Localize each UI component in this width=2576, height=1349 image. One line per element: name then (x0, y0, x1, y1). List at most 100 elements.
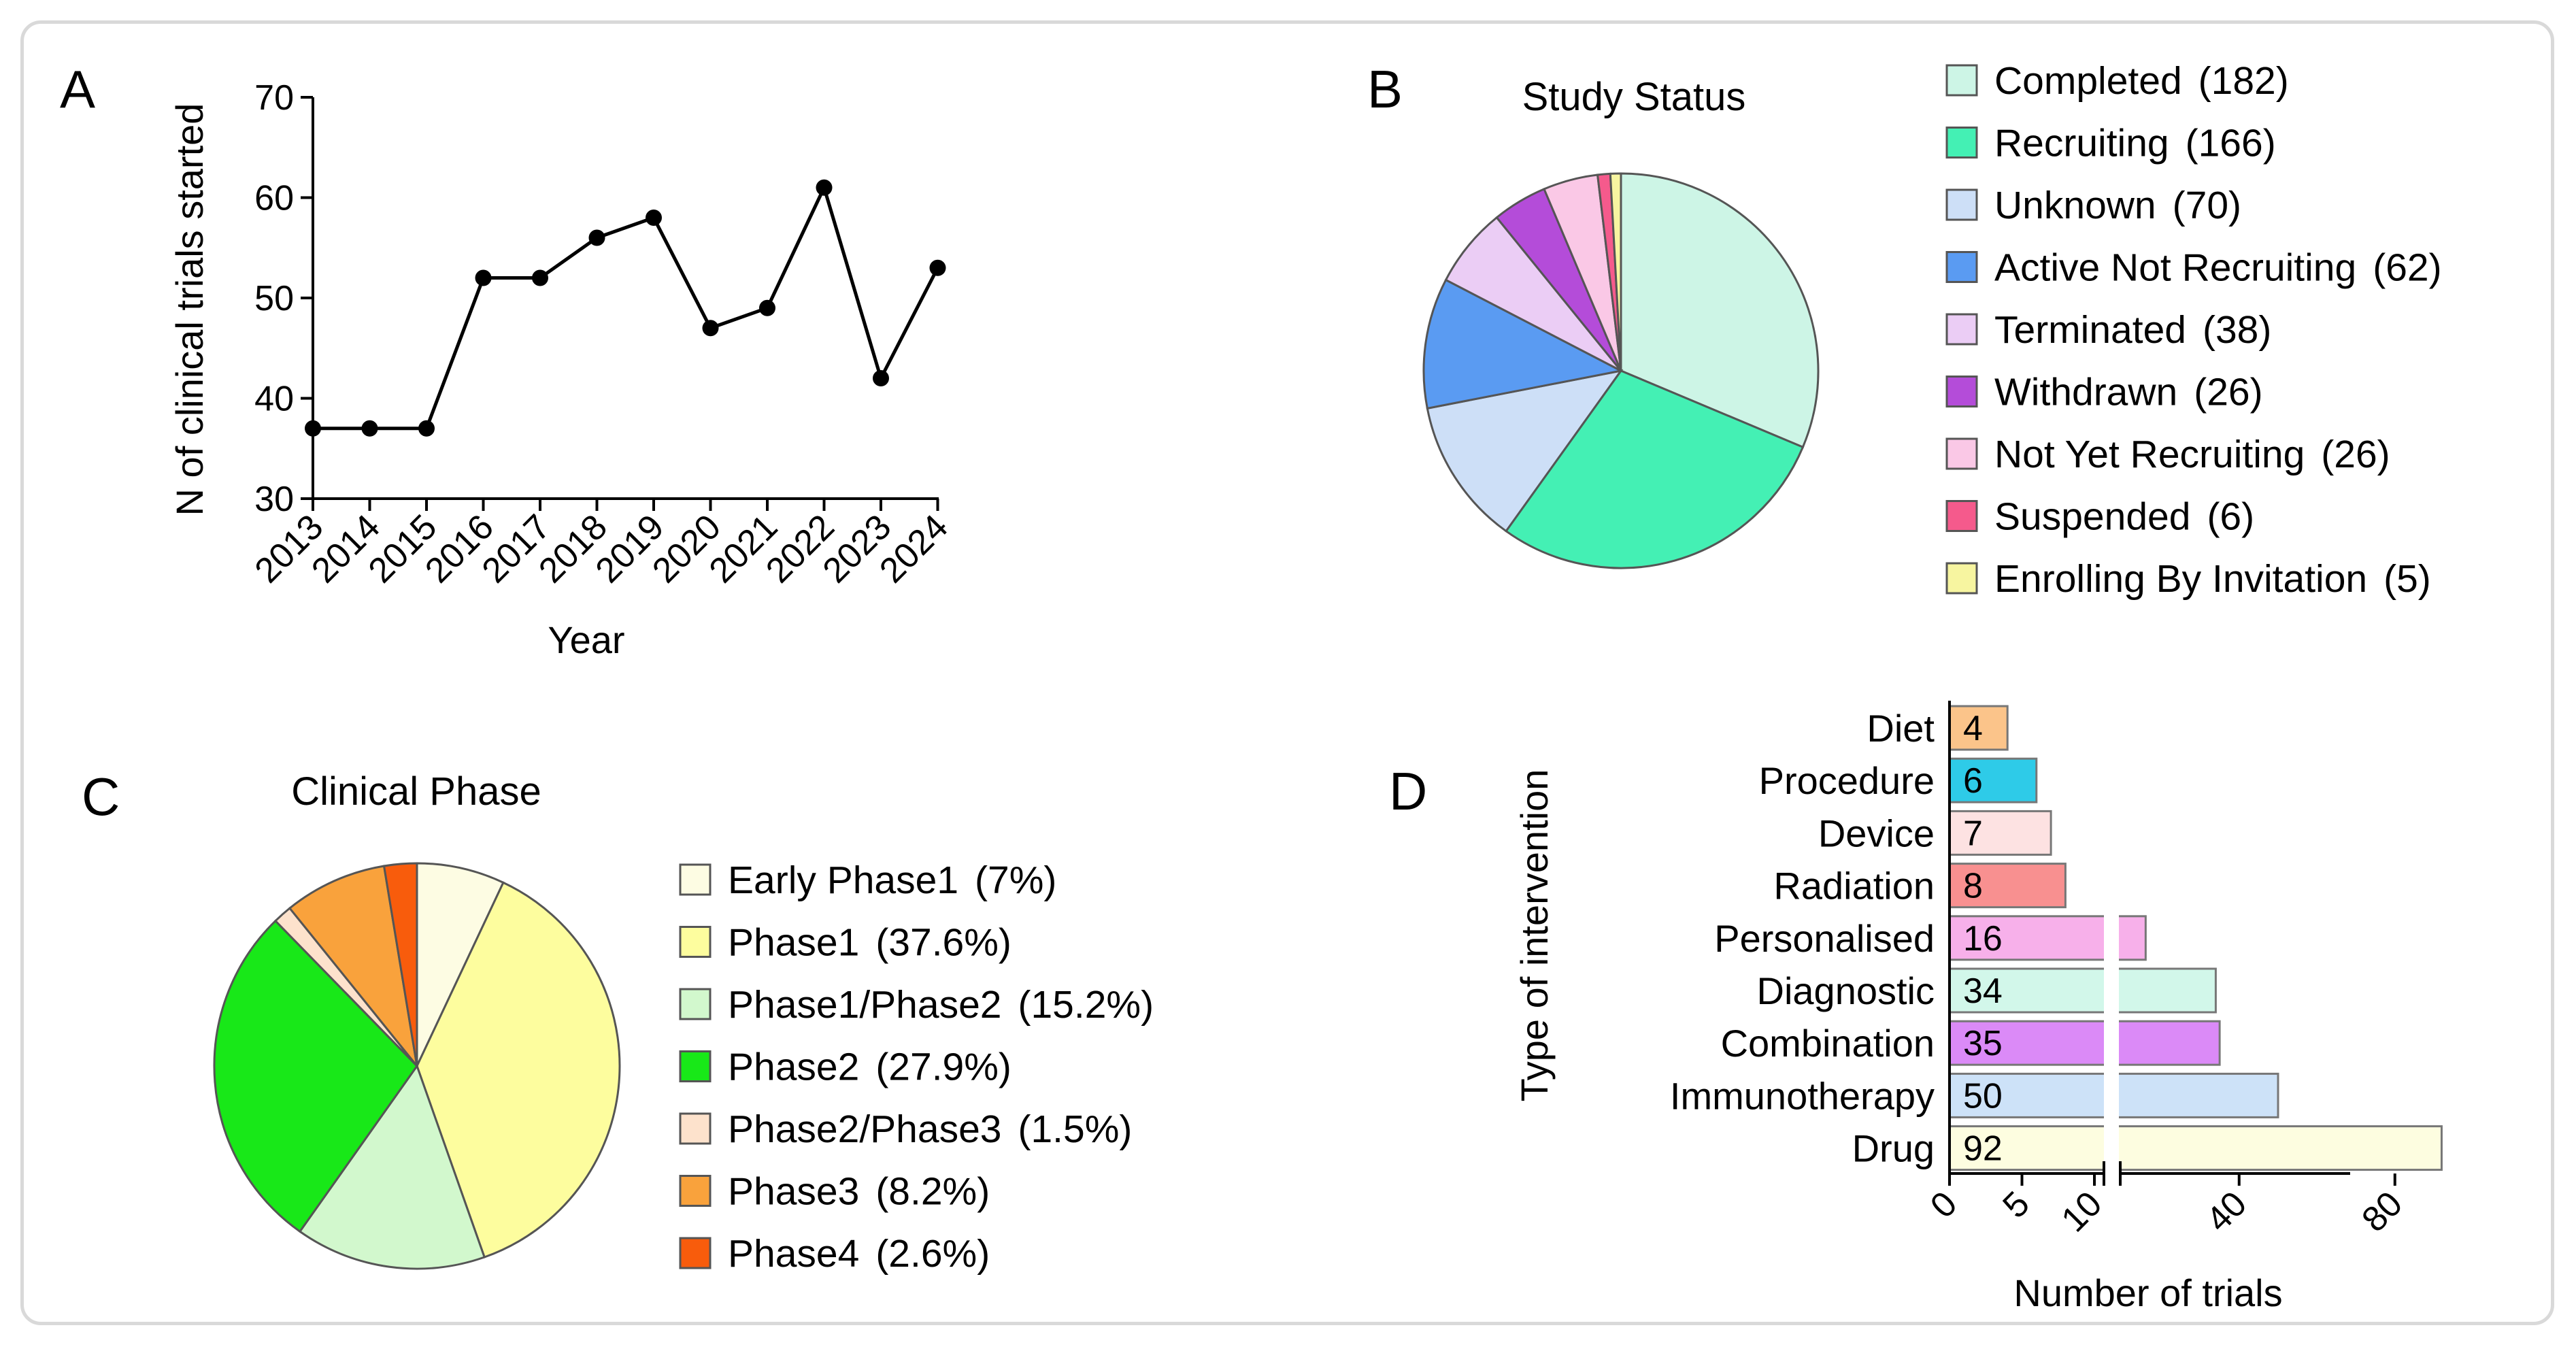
study-status-legend-label: Suspended (6) (1994, 495, 2254, 539)
study-status-legend-label: Completed (182) (1994, 59, 2289, 103)
legend-value: (182) (2198, 59, 2289, 103)
legend-name: Phase4 (728, 1232, 859, 1276)
x-axis-title: Number of trials (2013, 1271, 2282, 1314)
study-status-slice (1609, 172, 1622, 371)
legend-name: Unknown (1994, 184, 2156, 227)
clinical-phase-slice (416, 862, 505, 1067)
category-label: Combination (1721, 1022, 1935, 1065)
clinical-phase-legend-label: Early Phase1(7%) (728, 859, 1056, 902)
data-point (588, 229, 605, 246)
clinical-phase-legend-swatch (679, 988, 712, 1020)
clinical-phase-slice (288, 865, 419, 1070)
line-chart-ticks: 3040506070201320142015201620172018201920… (248, 78, 956, 590)
pie-title-study-status: Study Status (1522, 75, 1746, 119)
x-axis-title: Year (548, 618, 624, 661)
legend-name: Phase3 (728, 1170, 859, 1214)
legend-value: (26) (2194, 371, 2262, 414)
y-tick-label: 70 (254, 78, 294, 118)
study-status-slice (1422, 278, 1624, 410)
legend-name: Recruiting (1994, 122, 2169, 165)
legend-value: (6) (2207, 495, 2254, 539)
data-point (702, 320, 719, 337)
x-tick-label: 0 (1923, 1184, 1964, 1225)
data-point (532, 269, 548, 286)
bar-value-label: 7 (1963, 814, 1983, 853)
clinical-phase-legend-label: Phase4 (2.6%) (728, 1232, 990, 1276)
clinical-phase-legend-label: Phase1 (37.6%) (728, 921, 1011, 965)
clinical-phase-legend-swatch (679, 926, 712, 958)
study-status-legend-swatch (1945, 500, 1978, 532)
pie-chart-clinical-phase (213, 862, 621, 1270)
study-status-legend-swatch (1945, 127, 1978, 159)
category-label: Procedure (1759, 759, 1935, 802)
category-label: Immunotherapy (1670, 1074, 1935, 1117)
clinical-phase-slice (298, 1063, 486, 1270)
legend-name: Phase2 (728, 1046, 859, 1089)
axis-break-gap (2104, 966, 2119, 1015)
legend-name: Withdrawn (1994, 371, 2177, 414)
y-tick-label: 60 (254, 179, 294, 218)
data-point (305, 420, 321, 437)
study-status-legend-label: Not Yet Recruiting(26) (1994, 433, 2390, 476)
bar (1948, 1125, 2443, 1171)
legend-value: (15.2%) (1018, 983, 1154, 1027)
series-line (313, 182, 939, 431)
bar-chart-panel-d: Type of intervention Number of trials (1513, 769, 2283, 1314)
legend-name: Phase1 (728, 921, 859, 965)
study-status-legend-swatch (1945, 251, 1978, 283)
clinical-phase-slice (213, 919, 418, 1233)
panel-label-a: A (60, 59, 95, 119)
panel-label-d: D (1389, 761, 1427, 821)
study-status-slice (1504, 369, 1805, 569)
clinical-phase-legend-label: Phase2/Phase3(1.5%) (728, 1107, 1132, 1151)
clinical-phase-legend-label: Phase2 (27.9%) (728, 1046, 1011, 1089)
data-point (361, 420, 378, 437)
legend-name: Terminated (1994, 308, 2186, 352)
category-label: Drug (1852, 1127, 1935, 1170)
bar-value-label: 35 (1963, 1024, 2003, 1063)
bar-value-label: 92 (1963, 1129, 2003, 1169)
clinical-phase-legend-swatch (679, 1112, 712, 1145)
legend-value: (2.6%) (875, 1232, 990, 1276)
study-status-legend-label: Active Not Recruiting (62) (1994, 246, 2442, 290)
study-status-legend-swatch (1945, 562, 1978, 595)
bar-value-label: 4 (1963, 709, 1983, 748)
category-label: Personalised (1714, 917, 1935, 960)
data-point (475, 269, 492, 286)
study-status-legend-label: Enrolling By Invitation(5) (1994, 557, 2431, 601)
category-label: Diagnostic (1757, 969, 1935, 1012)
pie-title-clinical-phase: Clinical Phase (291, 769, 541, 814)
legend-name: Active Not Recruiting (1994, 246, 2356, 290)
legend-name: Phase2/Phase3 (728, 1107, 1001, 1151)
clinical-phase-legend-label: Phase3 (8.2%) (728, 1170, 990, 1214)
legend-value: (8.2%) (875, 1170, 990, 1214)
x-tick-label: 80 (2354, 1184, 2410, 1239)
data-point (873, 370, 889, 386)
x-tick-label: 40 (2198, 1184, 2254, 1239)
study-status-slice (1426, 369, 1624, 533)
bar (1948, 967, 2217, 1014)
legend-name: Suspended (1994, 495, 2190, 539)
category-label: Radiation (1773, 865, 1935, 907)
clinical-phase-legend-swatch (679, 863, 712, 896)
panel-label-c: C (82, 767, 120, 827)
legend-value: (62) (2373, 246, 2441, 290)
clinical-phase-slice (416, 881, 621, 1259)
study-status-legend-swatch (1945, 313, 1978, 346)
legend-value: (27.9%) (875, 1046, 1011, 1089)
bar-value-label: 50 (1963, 1076, 2003, 1116)
y-tick-label: 30 (254, 480, 294, 519)
category-label: Device (1818, 812, 1935, 854)
legend-value: (38) (2203, 308, 2271, 352)
study-status-legend-label: Terminated (38) (1994, 308, 2271, 352)
legend-value: (37.6%) (875, 921, 1011, 965)
legend-name: Completed (1994, 59, 2182, 103)
clinical-phase-legend-swatch (679, 1237, 712, 1269)
legend-value: (26) (2321, 433, 2390, 476)
clinical-phase-legend-swatch (679, 1175, 712, 1207)
axis-break-gap (2104, 913, 2119, 963)
x-tick-label: 5 (1996, 1184, 2037, 1225)
legend-value: (166) (2186, 122, 2276, 165)
category-label: Diet (1867, 707, 1935, 750)
bar-value-label: 34 (1963, 971, 2003, 1011)
